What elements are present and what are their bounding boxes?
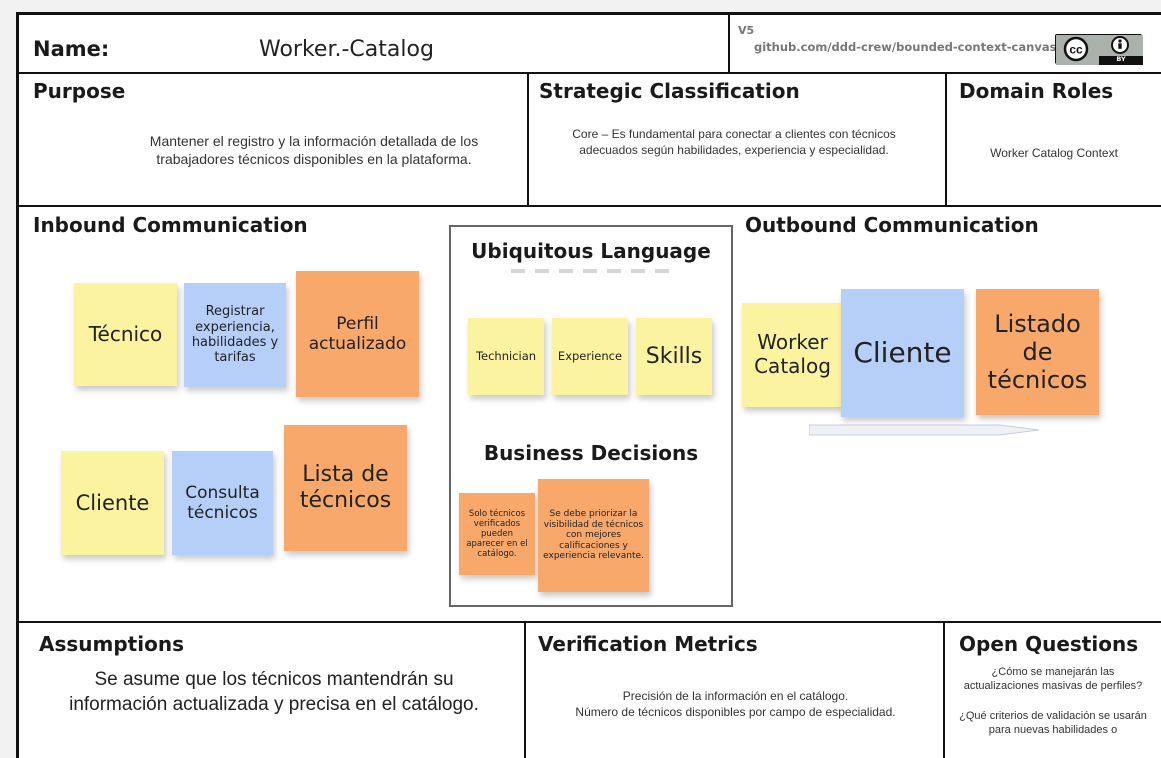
inbound-note-consulta[interactable]: Consulta técnicos: [172, 451, 273, 555]
metrics-line-1: Precisión de la información en el catálo…: [622, 689, 849, 703]
creative-commons-icon: cc: [1056, 35, 1143, 65]
inbound-note-registrar[interactable]: Registrar experiencia, habilidades y tar…: [184, 283, 286, 387]
strategic-cell: Strategic Classification Core – Es funda…: [529, 74, 947, 207]
assumptions-text: Se asume que los técnicos mantendrán su …: [69, 669, 479, 715]
outbound-note-listado[interactable]: Listado de técnicos: [976, 289, 1099, 415]
business-decisions-title: Business Decisions: [483, 441, 699, 465]
version-cell: V5 github.com/ddd-crew/bounded-context-c…: [730, 15, 1161, 74]
name-label: Name:: [33, 37, 110, 61]
purpose-text: Mantener el registro y la información de…: [149, 133, 479, 168]
questions-line-1: ¿Cómo se manejarán las actualizaciones m…: [963, 666, 1143, 693]
assumptions-cell: Assumptions Se asume que los técnicos ma…: [19, 623, 526, 758]
metrics-cell: Verification Metrics Precisión de la inf…: [526, 623, 945, 758]
domain-roles-text: Worker Catalog Context: [990, 146, 1118, 160]
strategic-text: Core – Es fundamental para conectar a cl…: [572, 127, 896, 157]
questions-title: Open Questions: [959, 632, 1139, 656]
license-badge: cc BY: [1055, 34, 1143, 65]
svg-text:cc: cc: [1069, 43, 1083, 57]
questions-line-2: ¿Qué criterios de validación se usarán p…: [959, 710, 1147, 737]
assumptions-title: Assumptions: [39, 632, 184, 656]
context-name[interactable]: Worker.-Catalog: [259, 37, 434, 62]
inbound-note-tecnico[interactable]: Técnico: [74, 283, 177, 386]
questions-cell: Open Questions ¿Cómo se manejarán las ac…: [945, 623, 1161, 758]
strategic-title: Strategic Classification: [539, 79, 800, 103]
purpose-cell: Purpose Mantener el registro y la inform…: [19, 74, 529, 207]
purpose-title: Purpose: [33, 79, 126, 103]
outbound-note-cliente[interactable]: Cliente: [841, 289, 964, 417]
name-cell: Name: Worker.-Catalog: [19, 15, 730, 74]
inbound-note-perfil[interactable]: Perfil actualizado: [296, 271, 419, 397]
metrics-title: Verification Metrics: [538, 632, 758, 656]
outbound-title: Outbound Communication: [745, 213, 1039, 237]
outbound-note-worker-catalog[interactable]: Worker Catalog: [742, 303, 843, 407]
version-label: V5: [738, 24, 755, 37]
bounded-context-canvas: Name: Worker.-Catalog V5 github.com/ddd-…: [16, 12, 1161, 758]
inbound-note-cliente[interactable]: Cliente: [61, 451, 164, 555]
domain-roles-cell: Domain Roles Worker Catalog Context: [947, 74, 1161, 207]
term-experience[interactable]: Experience: [552, 318, 628, 395]
business-note-verificados[interactable]: Solo técnicos verificados pueden aparece…: [459, 493, 535, 575]
term-skills[interactable]: Skills: [636, 318, 712, 395]
metrics-line-2: Número de técnicos disponibles por campo…: [575, 705, 896, 719]
domain-roles-title: Domain Roles: [959, 79, 1114, 103]
github-link[interactable]: github.com/ddd-crew/bounded-context-canv…: [754, 40, 1057, 54]
faded-text-line: [511, 269, 671, 273]
term-technician[interactable]: Technician: [468, 318, 544, 395]
ubiquitous-title: Ubiquitous Language: [471, 239, 711, 263]
license-label: BY: [1116, 55, 1126, 63]
business-note-priorizar[interactable]: Se debe priorizar la visibilidad de técn…: [538, 479, 649, 592]
inbound-note-lista[interactable]: Lista de técnicos: [284, 425, 407, 551]
inbound-title: Inbound Communication: [33, 213, 308, 237]
outbound-arrow-icon: [809, 424, 1040, 436]
